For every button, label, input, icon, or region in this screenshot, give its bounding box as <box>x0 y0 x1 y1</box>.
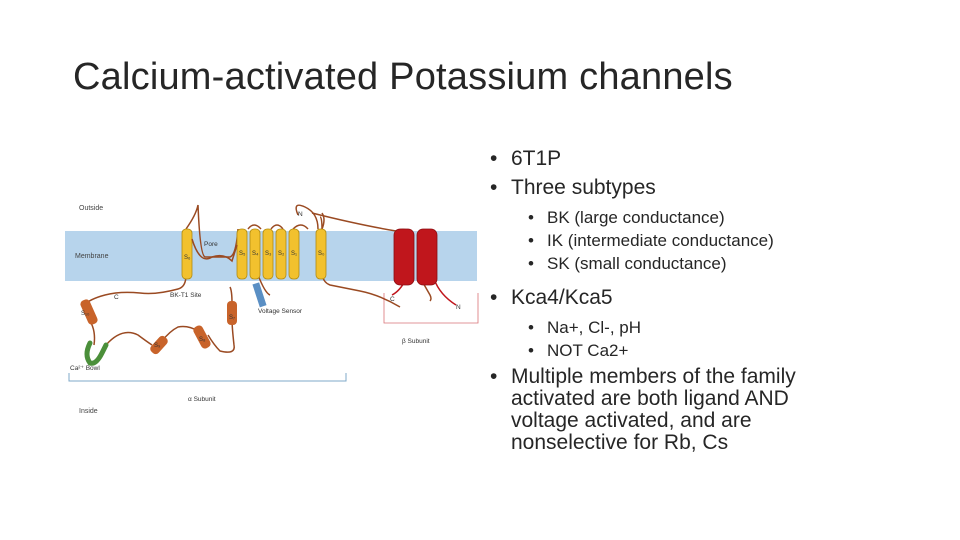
bullet-multiple-line-1: Multiple members of the family <box>511 365 796 388</box>
label-s1: S₁ <box>291 251 297 257</box>
bullet-multiple-line-4: nonselective for Rb, Cs <box>511 431 729 454</box>
beta-helix-tm2 <box>416 228 438 286</box>
helix-s10 <box>80 299 98 325</box>
label-c-alpha: C <box>114 294 119 301</box>
sub-bullet-ik: IK (intermediate conductance) <box>490 229 950 252</box>
helix-s4 <box>249 228 261 280</box>
label-n-top: N <box>298 211 303 218</box>
bullet-three-subtypes: Three subtypes <box>490 173 950 202</box>
label-s6: S₆ <box>184 255 191 261</box>
helix-s9 <box>150 335 168 355</box>
bullet-kca4-kca5: Kca4/Kca5 <box>490 283 950 312</box>
bk-channel-diagram: Outside Membrane Inside <box>65 204 479 415</box>
sub-bullet-bk: BK (large conductance) <box>490 206 950 229</box>
label-s3: S₃ <box>265 251 272 257</box>
slide-title: Calcium-activated Potassium channels <box>73 56 733 98</box>
label-voltage-sensor: Voltage Sensor <box>258 308 303 315</box>
label-c-beta: C <box>390 296 395 303</box>
sub-bullet-not-ca: NOT Ca2+ <box>490 339 950 362</box>
bullet-list: 6T1P Three subtypes BK (large conductanc… <box>490 144 950 454</box>
bullet-multiple-members: Multiple members of the family activated… <box>490 366 950 454</box>
label-s8: S₈ <box>199 337 206 343</box>
helix-s0 <box>315 228 327 280</box>
label-s10: S₁₀ <box>81 311 90 317</box>
label-bk-t1-site: BK-T1 Site <box>170 292 202 299</box>
helix-s6 <box>181 228 193 280</box>
alpha-subunit-bracket <box>68 373 347 382</box>
beta-helices <box>393 228 438 286</box>
sub-bullet-sk: SK (small conductance) <box>490 252 950 275</box>
bullet-multiple-line-2: activated are both ligand AND <box>511 387 789 410</box>
helix-s5 <box>236 228 248 280</box>
helix-s1 <box>288 228 300 280</box>
label-pore: Pore <box>204 241 218 248</box>
label-outside: Outside <box>79 205 103 212</box>
voltage-sensor-arrow <box>252 282 267 308</box>
ca-bowl-shape <box>84 340 109 366</box>
helix-s8 <box>193 325 211 349</box>
label-ca-bowl: Ca²⁺ Bowl <box>70 365 100 372</box>
label-membrane: Membrane <box>75 253 109 260</box>
alpha-helices <box>181 228 327 280</box>
label-inside: Inside <box>79 408 98 415</box>
label-s4: S₄ <box>252 251 259 257</box>
label-s2: S₂ <box>278 251 285 257</box>
sub-bullet-ions: Na+, Cl-, pH <box>490 316 950 339</box>
pore-loop <box>191 238 238 263</box>
bullet-multiple-line-3: voltage activated, and are <box>511 409 752 432</box>
label-s7: S₇ <box>229 315 235 321</box>
bullet-6t1p: 6T1P <box>490 144 950 173</box>
helix-s7 <box>227 301 237 325</box>
helix-s2 <box>275 228 287 280</box>
rck-helices <box>80 299 237 355</box>
label-alpha-subunit: α Subunit <box>188 396 216 403</box>
beta-helix-tm1 <box>393 228 415 286</box>
label-s5: S₅ <box>239 251 246 257</box>
label-beta-subunit: β Subunit <box>402 338 430 345</box>
label-s9: S₉ <box>154 343 161 349</box>
label-n-beta: N <box>456 304 461 311</box>
helix-s3 <box>262 228 274 280</box>
label-s0: S₀ <box>318 251 325 257</box>
beta-subunit-bracket <box>383 293 479 324</box>
